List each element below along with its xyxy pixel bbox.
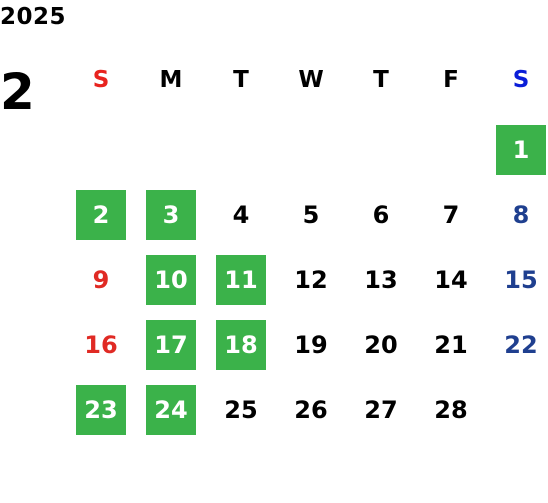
- calendar-day[interactable]: 20: [364, 331, 398, 359]
- weekday-header: T: [373, 67, 389, 93]
- calendar-day[interactable]: 23: [76, 385, 126, 435]
- calendar-day[interactable]: 10: [146, 255, 196, 305]
- calendar-day[interactable]: 5: [302, 201, 320, 229]
- weekday-header: S: [512, 67, 530, 93]
- calendar-day[interactable]: 7: [442, 201, 460, 229]
- calendar-day[interactable]: 9: [92, 266, 110, 294]
- calendar-day[interactable]: 21: [434, 331, 468, 359]
- calendar-day[interactable]: 24: [146, 385, 196, 435]
- calendar-day[interactable]: 3: [146, 190, 196, 240]
- calendar-day[interactable]: 11: [216, 255, 266, 305]
- calendar-day[interactable]: 26: [294, 396, 328, 424]
- calendar-day[interactable]: 2: [76, 190, 126, 240]
- calendar-day[interactable]: 25: [224, 396, 258, 424]
- month-number: 2: [0, 63, 35, 121]
- calendar-day[interactable]: 14: [434, 266, 468, 294]
- calendar-day[interactable]: 15: [504, 266, 538, 294]
- weekday-header: W: [298, 67, 324, 93]
- weekday-header: M: [159, 67, 183, 93]
- calendar-day[interactable]: 13: [364, 266, 398, 294]
- calendar-day[interactable]: 28: [434, 396, 468, 424]
- calendar-day[interactable]: 4: [232, 201, 250, 229]
- calendar-day[interactable]: 16: [84, 331, 118, 359]
- weekday-header: T: [233, 67, 249, 93]
- calendar-day[interactable]: 8: [512, 201, 530, 229]
- calendar-day[interactable]: 19: [294, 331, 328, 359]
- calendar-day[interactable]: 27: [364, 396, 398, 424]
- calendar-day[interactable]: 12: [294, 266, 328, 294]
- calendar-day[interactable]: 17: [146, 320, 196, 370]
- weekday-header: S: [92, 67, 110, 93]
- calendar-day[interactable]: 1: [496, 125, 546, 175]
- weekday-header: F: [443, 67, 459, 93]
- calendar-day[interactable]: 6: [372, 201, 390, 229]
- calendar-day[interactable]: 18: [216, 320, 266, 370]
- year-label: 2025: [0, 4, 67, 30]
- calendar-day[interactable]: 22: [504, 331, 538, 359]
